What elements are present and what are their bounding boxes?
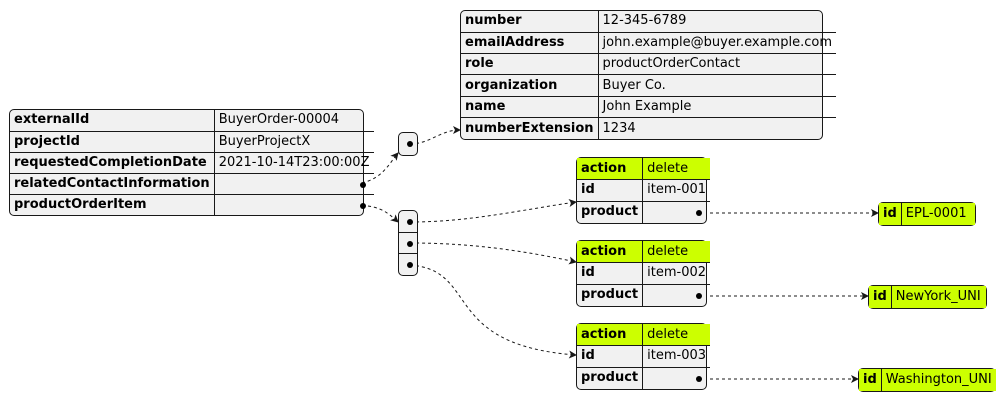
link-array-to-item-3	[409, 264, 577, 359]
key-productOrderItem: productOrderItem	[10, 194, 215, 215]
value-externalId: BuyerOrder-00004	[214, 110, 374, 132]
row-productOrderItem: productOrderItem	[10, 194, 374, 215]
reference-dot-icon	[407, 262, 413, 268]
value-id: item-002	[642, 262, 711, 285]
product-table: id Washington_UNI	[858, 368, 996, 392]
value-product	[643, 284, 710, 306]
value-product-id: Washington_UNI	[881, 369, 996, 391]
value-action: delete	[642, 158, 711, 181]
row-action: action delete	[577, 241, 711, 264]
reference-dot-icon	[359, 181, 366, 188]
key-id: id	[577, 345, 644, 368]
contact-array	[398, 132, 418, 156]
value-name: John Example	[598, 96, 836, 119]
key-id: id	[577, 179, 644, 202]
reference-dot-icon	[696, 375, 703, 382]
value-organization: Buyer Co.	[598, 74, 836, 97]
key-product: product	[577, 367, 644, 389]
row-id: id item-002	[577, 262, 711, 285]
row-organization: organization Buyer Co.	[461, 74, 836, 97]
row-product-id: id EPL-0001	[879, 203, 975, 225]
key-action: action	[577, 324, 644, 347]
key-relatedContactInformation: relatedContactInformation	[10, 173, 215, 195]
reference-dot-icon	[359, 202, 366, 209]
key-organization: organization	[461, 74, 599, 97]
row-projectId: projectId BuyerProjectX	[10, 131, 374, 153]
key-number: number	[461, 11, 599, 33]
product-order-item-array	[398, 210, 418, 276]
reference-dot-icon	[696, 292, 703, 299]
reference-dot-icon	[407, 219, 413, 225]
reference-dot-icon	[407, 241, 413, 247]
array-slot	[399, 211, 417, 233]
root-object-table: externalId BuyerOrder-00004 projectId Bu…	[9, 109, 374, 216]
key-numberExtension: numberExtension	[461, 117, 599, 139]
row-product: product	[577, 201, 710, 223]
value-product	[643, 367, 710, 389]
value-numberExtension: 1234	[602, 120, 636, 136]
value-productOrderItem	[214, 194, 373, 215]
value-emailAddress: john.example@buyer.example.com	[598, 32, 836, 55]
value-relatedContactInformation	[214, 173, 374, 195]
key-projectId: projectId	[10, 131, 215, 153]
array-slot	[399, 233, 417, 254]
key-externalId: externalId	[10, 110, 215, 132]
order-item-table: action delete id item-001 product	[576, 157, 711, 224]
row-requestedCompletionDate: requestedCompletionDate 2021-10-14T23:00…	[10, 152, 374, 174]
array-slot	[399, 254, 417, 275]
key-emailAddress: emailAddress	[461, 32, 599, 55]
link-array-to-item-2	[409, 242, 577, 265]
link-array-to-item-1	[409, 199, 577, 223]
row-id: id item-003	[577, 345, 711, 368]
row-action: action delete	[577, 324, 711, 347]
key-action: action	[577, 158, 644, 181]
value-action: delete	[642, 324, 711, 347]
key-role: role	[461, 53, 599, 76]
key-product: product	[577, 201, 644, 223]
row-emailAddress: emailAddress john.example@buyer.example.…	[461, 32, 836, 55]
key-product-id: id	[869, 286, 892, 308]
row-number: number 12-345-6789	[461, 11, 836, 33]
order-item-table: action delete id item-003 product	[576, 323, 711, 390]
order-item-table: action delete id item-002 product	[576, 240, 711, 307]
row-product: product	[577, 367, 710, 389]
value-action: delete	[642, 241, 711, 264]
key-product: product	[577, 284, 644, 306]
value-id: item-003	[642, 345, 711, 368]
reference-dot-icon	[696, 209, 703, 216]
row-role: role productOrderContact	[461, 53, 836, 76]
key-id: id	[577, 262, 644, 285]
value-number: 12-345-6789	[598, 11, 836, 33]
product-table: id NewYork_UNI	[868, 285, 987, 309]
row-numberExtension: numberExtension 1234	[461, 117, 836, 139]
row-externalId: externalId BuyerOrder-00004	[10, 110, 374, 132]
row-action: action delete	[577, 158, 711, 181]
value-requestedCompletionDate: 2021-10-14T23:00:00Z	[214, 152, 374, 174]
key-product-id: id	[859, 369, 882, 391]
row-id: id item-001	[577, 179, 711, 202]
key-requestedCompletionDate: requestedCompletionDate	[10, 152, 215, 174]
value-product-id: NewYork_UNI	[891, 286, 986, 308]
reference-dot-icon	[407, 141, 413, 147]
key-action: action	[577, 241, 644, 264]
row-relatedContactInformation: relatedContactInformation	[10, 173, 374, 195]
row-product: product	[577, 284, 710, 306]
value-product-id: EPL-0001	[901, 203, 975, 225]
contact-object-table: number 12-345-6789 emailAddress john.exa…	[460, 10, 836, 140]
key-name: name	[461, 96, 599, 119]
value-role: productOrderContact	[598, 53, 836, 76]
key-product-id: id	[879, 203, 902, 225]
link-contact-array-to-contact	[409, 126, 461, 145]
row-product-id: id Washington_UNI	[859, 369, 996, 391]
row-product-id: id NewYork_UNI	[869, 286, 986, 308]
value-id: item-001	[642, 179, 711, 202]
value-projectId: BuyerProjectX	[214, 131, 374, 153]
array-slot	[399, 133, 417, 155]
row-name: name John Example	[461, 96, 836, 119]
product-table: id EPL-0001	[878, 202, 976, 226]
value-product	[643, 201, 710, 223]
